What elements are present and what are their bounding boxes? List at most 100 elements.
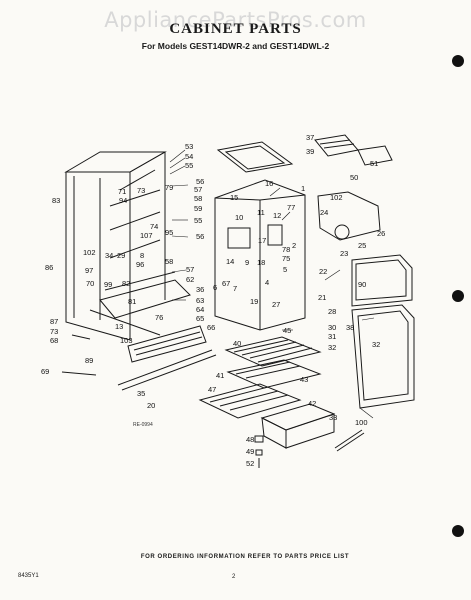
- callout-33: 33: [329, 413, 337, 422]
- callout-81: 81: [128, 297, 136, 306]
- figure-code: RE-0994: [133, 422, 153, 428]
- callout-30: 30: [328, 323, 336, 332]
- callout-78: 78: [282, 245, 290, 254]
- callout-7: 7: [233, 284, 237, 293]
- callout-50: 50: [350, 173, 358, 182]
- callout-48: 48: [246, 435, 254, 444]
- callout-76: 76: [155, 313, 163, 322]
- callout-49: 49: [246, 447, 254, 456]
- callout-55: 55: [185, 161, 193, 170]
- callout-77: 77: [287, 203, 295, 212]
- callout-32-second: 32: [372, 340, 380, 349]
- callout-17: 17: [258, 236, 266, 245]
- callout-65: 65: [196, 314, 204, 323]
- callout-25: 25: [358, 241, 366, 250]
- page-title: CABINET PARTS: [169, 21, 302, 37]
- callout-1: 1: [301, 184, 305, 193]
- callout-12: 12: [273, 211, 281, 220]
- callout-11: 11: [257, 208, 265, 217]
- callout-45: 45: [283, 326, 291, 335]
- page-code: 8435Y1: [18, 573, 39, 579]
- shelf-middle: [226, 359, 322, 389]
- callout-5: 5: [283, 265, 287, 274]
- callout-16: 16: [265, 179, 273, 188]
- callout-71: 71: [118, 187, 126, 196]
- fresh-food-liner: [214, 179, 306, 331]
- callout-68: 68: [50, 336, 58, 345]
- callout-96: 96: [136, 260, 144, 269]
- callout-24: 24: [320, 208, 328, 217]
- base-grille: [127, 325, 207, 363]
- shelf-upper: [224, 336, 322, 367]
- callout-58-second: 58: [165, 257, 173, 266]
- callout-6: 6: [213, 283, 217, 292]
- callout-57-second: 57: [186, 265, 194, 274]
- callout-18: 18: [257, 258, 265, 267]
- callout-56: 56: [196, 177, 204, 186]
- freezer-door: [351, 254, 413, 307]
- callout-100: 100: [355, 418, 368, 427]
- callout-107: 107: [140, 231, 153, 240]
- crisper-pan: [260, 403, 336, 449]
- callout-102-second: 102: [330, 193, 343, 202]
- callout-62: 62: [186, 275, 194, 284]
- callout-75: 75: [282, 254, 290, 263]
- callout-8: 8: [140, 251, 144, 260]
- callout-97: 97: [85, 266, 93, 275]
- shelf-lower: [198, 383, 302, 419]
- callout-74: 74: [150, 222, 158, 231]
- binder-hole-bottom: [452, 525, 464, 537]
- callout-21: 21: [318, 293, 326, 302]
- callout-52: 52: [246, 459, 254, 468]
- binder-hole-middle: [452, 290, 464, 302]
- callout-63: 63: [196, 296, 204, 305]
- callout-53: 53: [185, 142, 193, 151]
- fresh-food-door: [351, 304, 415, 409]
- callout-102: 102: [83, 248, 96, 257]
- binder-hole-top: [452, 55, 464, 67]
- page-number: 2: [232, 574, 236, 580]
- callout-34: 34: [105, 251, 113, 260]
- callout-86: 86: [45, 263, 53, 272]
- callout-89: 89: [85, 356, 93, 365]
- callout-37: 37: [306, 133, 314, 142]
- callout-23: 23: [340, 249, 348, 258]
- callout-2: 2: [292, 241, 296, 250]
- callout-56-second: 56: [196, 232, 204, 241]
- callout-29: 29: [117, 251, 125, 260]
- callout-14: 14: [226, 257, 234, 266]
- callout-58: 58: [194, 194, 202, 203]
- callout-87: 87: [50, 317, 58, 326]
- callout-43: 43: [300, 375, 308, 384]
- callout-4: 4: [265, 278, 269, 287]
- callout-15: 15: [230, 193, 238, 202]
- callout-10: 10: [235, 213, 243, 222]
- callout-19: 19: [250, 297, 258, 306]
- callout-20: 20: [147, 401, 155, 410]
- callout-22: 22: [319, 267, 327, 276]
- callout-42: 42: [308, 399, 316, 408]
- callout-26: 26: [377, 229, 385, 238]
- callout-35: 35: [137, 389, 145, 398]
- trim-strip-left: [117, 349, 213, 386]
- callout-95: 95: [165, 228, 173, 237]
- ordering-note: FOR ORDERING INFORMATION REFER TO PARTS …: [140, 554, 350, 560]
- control-housing: [314, 134, 393, 241]
- callout-83: 83: [52, 196, 60, 205]
- callout-82: 82: [122, 279, 130, 288]
- callout-79: 79: [165, 183, 173, 192]
- callout-51: 51: [370, 159, 378, 168]
- callout-70: 70: [86, 279, 94, 288]
- callout-103: 103: [120, 336, 133, 345]
- callout-47: 47: [208, 385, 216, 394]
- callout-13: 13: [115, 322, 123, 331]
- callout-41: 41: [216, 371, 224, 380]
- callout-57: 57: [194, 185, 202, 194]
- callout-73-second: 73: [50, 327, 58, 336]
- callout-59: 59: [194, 204, 202, 213]
- callout-40: 40: [233, 339, 241, 348]
- callout-39: 39: [306, 147, 314, 156]
- callout-32: 32: [328, 343, 336, 352]
- callout-27: 27: [272, 300, 280, 309]
